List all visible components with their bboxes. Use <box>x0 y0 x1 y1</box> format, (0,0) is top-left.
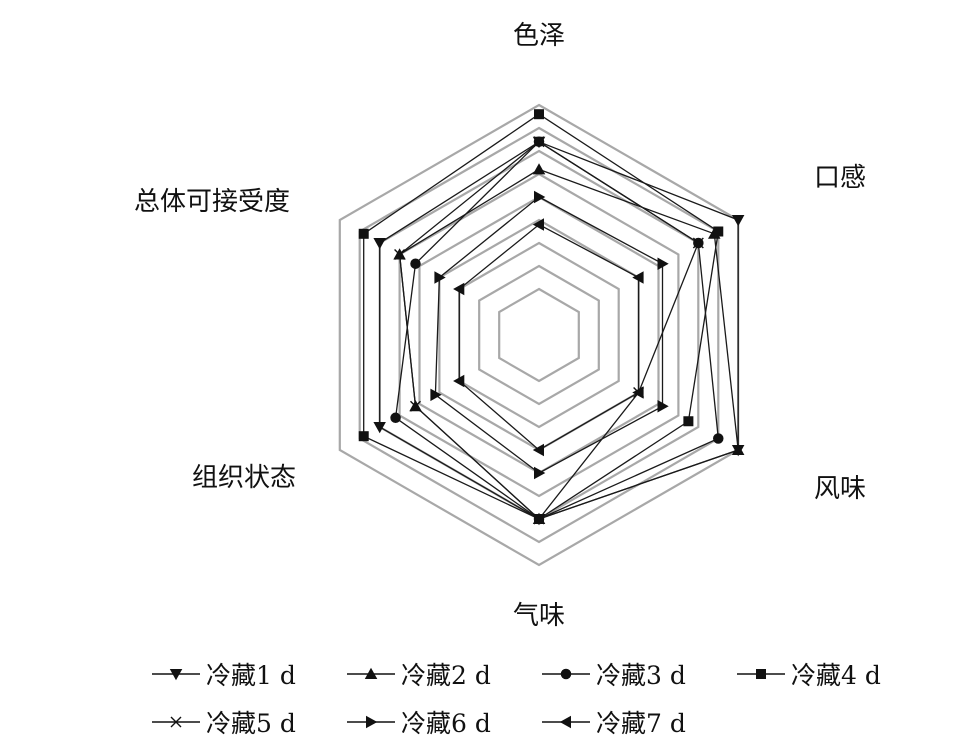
point-series-3-axis-5 <box>390 412 401 424</box>
point-series-4-axis-6 <box>358 228 369 239</box>
legend-item-series-7: 冷藏7 d <box>540 704 735 740</box>
point-series-6-axis-4 <box>534 466 546 480</box>
point-series-7-axis-3 <box>632 386 644 399</box>
legend-marker-series-2 <box>347 667 395 679</box>
legend-symbol-5 <box>170 716 182 728</box>
legend-marker-series-3 <box>542 668 590 680</box>
point-series-3-axis-6 <box>410 258 421 269</box>
legend-symbol-2 <box>364 667 378 679</box>
legend-label-series-5: 冷藏5 d <box>206 709 296 738</box>
legend-item-series-3: 冷藏3 d <box>540 656 735 692</box>
grid-ring-8 <box>378 149 700 521</box>
point-series-5-axis-1 <box>533 136 545 148</box>
point-series-4-axis-2 <box>713 226 724 237</box>
point-series-4-axis-5 <box>358 431 369 442</box>
legend-item-series-6: 冷藏6 d <box>345 704 540 740</box>
point-series-6-axis-6 <box>434 271 446 284</box>
series-markers <box>358 109 745 526</box>
grid-ring-6 <box>418 195 660 475</box>
radar-chart: 色泽 口感 风味 气味 组织状态 总体可接受度 <box>134 21 866 631</box>
axis-label-color: 色泽 <box>513 21 565 51</box>
legend-item-series-1: 冷藏1 d <box>150 656 345 692</box>
point-series-7-axis-5 <box>453 374 465 388</box>
legend-marker-series-4 <box>737 669 785 679</box>
legend-item-series-2: 冷藏2 d <box>345 656 540 692</box>
point-series-6-axis-2 <box>657 257 669 270</box>
point-series-5-axis-4 <box>533 513 545 525</box>
legend-label-series-7: 冷藏7 d <box>596 709 686 738</box>
legend-label-series-4: 冷藏4 d <box>791 661 881 690</box>
legend-label-series-1: 冷藏1 d <box>206 661 296 690</box>
grid-ring-2 <box>498 287 580 383</box>
point-series-7-axis-4 <box>532 443 544 457</box>
point-series-5-axis-5 <box>410 400 421 412</box>
point-series-7-axis-2 <box>632 271 644 284</box>
series-line-7 <box>458 223 640 451</box>
point-series-1-axis-5 <box>373 422 386 434</box>
legend-marker-series-1 <box>152 669 200 681</box>
legend-label-series-3: 冷藏3 d <box>596 661 686 690</box>
point-series-5-axis-6 <box>394 249 406 260</box>
point-series-4-axis-3 <box>683 416 694 427</box>
axis-label-flavor: 风味 <box>814 474 866 504</box>
axis-label-texture: 组织状态 <box>192 463 296 493</box>
legend-symbol-3 <box>560 668 572 680</box>
legend-label-series-6: 冷藏6 d <box>401 709 491 738</box>
axis-label-overall-acceptability: 总体可接受度 <box>134 187 290 217</box>
legend-symbol-1 <box>169 669 183 681</box>
legend-marker-series-7 <box>542 715 590 729</box>
axis-label-mouthfeel: 口感 <box>814 163 866 193</box>
point-series-4-axis-1 <box>534 109 544 120</box>
legend-label-series-2: 冷藏2 d <box>401 661 491 690</box>
point-series-2-axis-1 <box>532 163 546 175</box>
axis-label-odor: 气味 <box>513 601 565 631</box>
legend-marker-series-6 <box>347 715 395 729</box>
point-series-6-axis-1 <box>534 190 546 204</box>
grid-ring-4 <box>458 241 620 429</box>
point-series-3-axis-3 <box>713 433 724 444</box>
legend-symbol-7 <box>559 715 571 729</box>
legend-item-series-5: 冷藏5 d <box>150 704 345 740</box>
point-series-1-axis-2 <box>731 215 745 227</box>
grid-ring-9 <box>358 126 720 544</box>
legend-symbol-6 <box>366 715 378 729</box>
grid-ring-3 <box>478 264 600 406</box>
point-series-1-axis-6 <box>373 238 386 250</box>
point-series-6-axis-5 <box>430 388 442 402</box>
point-series-2-axis-3 <box>731 443 745 455</box>
point-series-5-axis-2 <box>692 237 704 249</box>
point-series-7-axis-1 <box>532 218 544 231</box>
legend-item-series-4: 冷藏4 d <box>735 656 930 692</box>
legend: 冷藏1 d 冷藏2 d 冷藏3 d 冷藏4 d 冷藏5 d 冷藏6 d 冷藏7 … <box>150 650 930 746</box>
grid-ring-5 <box>438 218 640 452</box>
point-series-7-axis-6 <box>453 282 465 296</box>
series-line-5 <box>398 141 700 520</box>
legend-symbol-4 <box>756 669 766 679</box>
point-series-6-axis-3 <box>657 400 669 413</box>
legend-marker-series-5 <box>152 716 200 728</box>
